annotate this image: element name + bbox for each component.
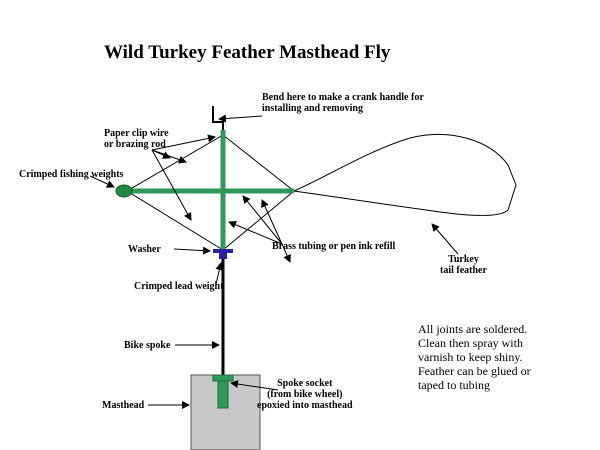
diagram-title: Wild Turkey Feather Masthead Fly [104,42,391,63]
feather-label-line-1: Turkey [448,254,479,265]
feather-label-line-2: tail feather [440,265,487,276]
spoke-socket [217,377,229,409]
arrow-bend [218,114,263,123]
leader-lines [89,114,459,409]
bend-label: Bend here to make a crank handle for ins… [262,92,424,114]
arrow-washer [173,246,211,255]
spoke-socket-label: Spoke socket (from bike wheel) epoxied i… [257,378,353,411]
spoke-socket-flange [212,374,234,382]
turkey-tail-feather [292,134,517,216]
spoke-socket-label-line-3: epoxied into masthead [257,400,353,411]
feather-label: Turkey tail feather [440,254,487,276]
note-line-5: taped to tubing [418,378,490,392]
lead-weight-label: Crimped lead weight [134,281,224,292]
assembly-note: All joints are soldered. Clean then spra… [418,322,531,392]
paper-clip-label-line-2: or brazing rod [104,139,166,150]
weights-label: Crimped fishing weights [19,169,124,180]
spoke-socket-label-line-1: Spoke socket [277,378,333,389]
spoke-socket-label-line-2: (from bike wheel) [267,389,343,400]
paper-clip-label-line-1: Paper clip wire [104,128,169,139]
note-line-4: Feather can be glued or [418,364,531,378]
bracing-wires [126,134,295,251]
washer-label: Washer [128,244,161,255]
masthead-label: Masthead [102,400,145,411]
fishing-weight [115,184,133,198]
brass-tubing-label: Brass tubing or pen ink refill [272,241,396,252]
arrow-socket [230,380,279,391]
arrow-clip-4 [151,149,187,164]
note-line-2: Clean then spray with [418,336,523,350]
note-line-1: All joints are soldered. [418,322,528,336]
arrow-brass-3 [242,195,283,245]
lead-weight [219,253,227,259]
bike-spoke-label: Bike spoke [124,340,171,351]
arrow-brass-4 [281,243,291,263]
note-line-3: varnish to keep shiny. [418,350,523,364]
arrow-lead [215,262,224,285]
washer [213,249,233,253]
arrow-feather [431,223,459,255]
arrow-clip-3 [151,134,216,151]
arrow-weights [89,175,115,188]
bend-label-line-1: Bend here to make a crank handle for [262,92,424,103]
arrow-brass-2 [228,220,283,245]
arrow-clip-1 [151,149,192,221]
paper-clip-label: Paper clip wire or brazing rod [104,128,169,150]
crank-handle-wire [212,106,224,130]
arrow-brass-1 [261,199,283,245]
bend-label-line-2: installing and removing [262,103,363,114]
